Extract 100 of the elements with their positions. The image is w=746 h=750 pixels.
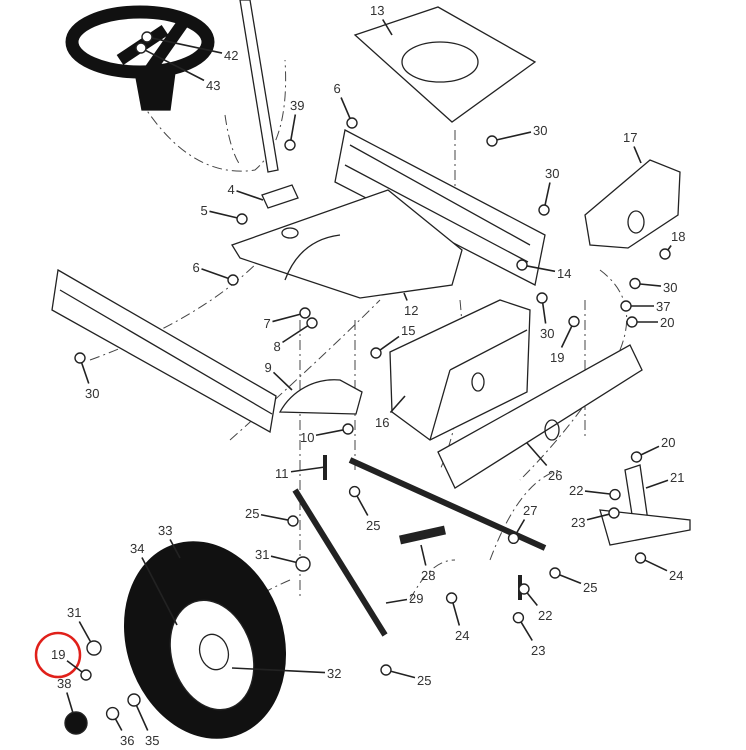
- leader-line: [209, 210, 238, 219]
- leader-line: [201, 268, 229, 280]
- fastener-symbol: [306, 317, 318, 329]
- callout-number: 38: [57, 676, 72, 690]
- fastener-symbol: [135, 42, 147, 54]
- fastener-symbol: [446, 592, 458, 604]
- callout-number: 16: [375, 414, 390, 430]
- fastener-symbol: [634, 552, 646, 564]
- callout-number: 11: [275, 466, 288, 480]
- callout-number: 43: [206, 78, 220, 92]
- callout-number: 30: [540, 326, 554, 340]
- fastener-symbol: [236, 213, 248, 225]
- leader-line: [272, 372, 293, 391]
- callout-number: 25: [417, 672, 432, 688]
- leader-line: [633, 146, 642, 164]
- leader-line: [80, 362, 90, 384]
- fastener-symbol: [284, 139, 296, 151]
- callout-number: 35: [145, 732, 160, 748]
- callout-number: 37: [656, 298, 670, 314]
- callout-number: 24: [455, 628, 470, 642]
- callout-number: 25: [245, 506, 260, 520]
- fastener-symbol: [512, 612, 524, 624]
- callout-number: 25: [583, 580, 598, 594]
- leader-line: [526, 442, 548, 466]
- callout-number: 26: [548, 468, 562, 482]
- fastener-symbol: [380, 664, 392, 676]
- leader-line: [236, 190, 264, 201]
- callout-number: 30: [85, 386, 100, 400]
- callout-number: 31: [255, 546, 270, 562]
- leader-line: [526, 265, 556, 272]
- fastener-symbol: [227, 274, 239, 286]
- fastener-symbol: [299, 307, 311, 319]
- leader-line: [382, 19, 393, 36]
- leader-line: [340, 97, 351, 119]
- leader-line: [560, 326, 573, 348]
- callout-number: 15: [401, 322, 416, 338]
- fastener-symbol: [348, 486, 360, 498]
- leader-line: [640, 446, 660, 456]
- leader-line: [542, 302, 546, 324]
- leader-line: [169, 539, 181, 558]
- fastener-symbol: [80, 669, 92, 681]
- callout-number: 31: [67, 604, 82, 620]
- leader-line: [78, 621, 92, 642]
- callout-number: 17: [623, 130, 638, 144]
- leader-line: [270, 555, 296, 564]
- callout-number: 34: [130, 540, 144, 556]
- leader-line: [637, 321, 658, 323]
- callout-number: 6: [334, 80, 341, 96]
- leader-line: [646, 479, 668, 489]
- callout-number: 8: [274, 338, 281, 354]
- callout-number: 30: [545, 166, 560, 180]
- fastener-symbol: [630, 451, 642, 463]
- leader-line: [272, 314, 300, 322]
- fastener-symbol: [536, 292, 548, 304]
- fastener-symbol: [106, 706, 120, 720]
- callout-number: 10: [300, 430, 314, 444]
- leader-line: [386, 598, 408, 604]
- callout-number: 27: [523, 502, 538, 518]
- fastener-symbol: [486, 135, 498, 147]
- fastener-symbol: [508, 532, 520, 544]
- fastener-symbol: [141, 31, 153, 43]
- callout-number: 22: [538, 608, 552, 622]
- bracket-drawing: [261, 184, 299, 209]
- leader-line: [631, 305, 654, 307]
- leader-line: [66, 692, 74, 713]
- callout-number: 36: [120, 732, 134, 748]
- callout-number: 5: [200, 202, 208, 218]
- fastener-symbol: [342, 423, 354, 435]
- leader-line: [586, 513, 610, 521]
- leader-line: [544, 182, 551, 206]
- callout-number: 12: [404, 302, 418, 318]
- fastener-symbol: [620, 300, 632, 312]
- fastener-symbol: [74, 352, 86, 364]
- leader-line: [114, 718, 123, 731]
- leader-line: [640, 283, 662, 287]
- leader-line: [282, 325, 308, 344]
- leader-line: [644, 559, 668, 572]
- callout-number: 39: [290, 98, 304, 112]
- callout-number: 9: [264, 360, 272, 374]
- leader-line: [136, 705, 148, 731]
- leader-line: [515, 519, 526, 534]
- callout-number: 23: [531, 642, 546, 658]
- leader-line: [420, 544, 427, 566]
- callout-number: 24: [669, 568, 684, 582]
- fastener-symbol: [516, 259, 528, 271]
- callout-number: 22: [569, 482, 584, 498]
- leader-line: [559, 574, 582, 584]
- leader-line: [390, 670, 416, 678]
- leader-line: [316, 429, 344, 436]
- callout-number: 21: [670, 470, 684, 484]
- fastener-symbol: [568, 316, 580, 328]
- leader-line: [526, 592, 538, 606]
- callout-number: 20: [660, 314, 674, 330]
- fastener-symbol: [295, 556, 311, 572]
- fastener-symbol: [609, 488, 621, 500]
- leader-line: [290, 114, 296, 140]
- callout-number: 7: [264, 316, 271, 330]
- callout-number: 32: [327, 666, 342, 680]
- fastener-symbol: [629, 278, 641, 290]
- fastener-symbol: [538, 204, 550, 216]
